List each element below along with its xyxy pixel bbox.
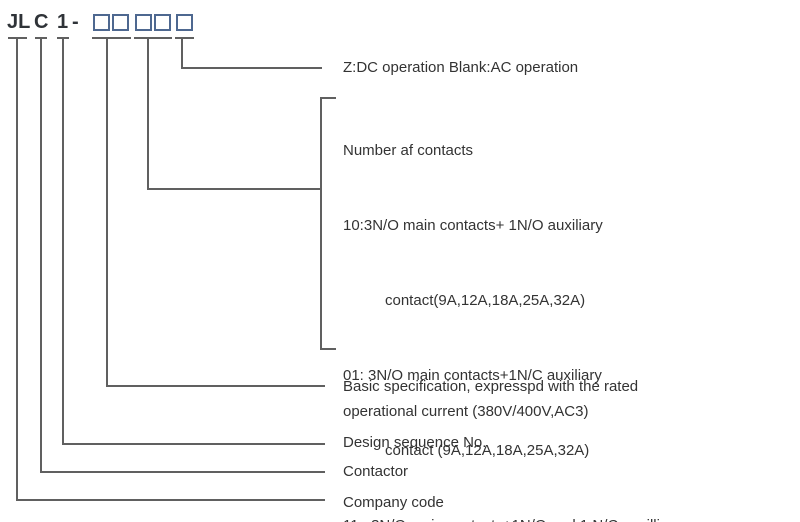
digit-box-spec-1 — [93, 14, 110, 31]
contacts-item-detail: contact(9A,12A,18A,25A,32A) — [385, 292, 586, 309]
stem-design — [62, 37, 64, 445]
callout-company-code: Company code — [343, 494, 444, 511]
contacts-item-detail: contact (9A,12A,18A,25A,32A) — [385, 442, 590, 459]
cap-contacts — [134, 37, 172, 39]
callout-basic-spec-line1: Basic specification, expresspd with the … — [343, 378, 639, 395]
contacts-item: 01: 3N/O main contacts+1N/C auxiliary — [343, 367, 602, 384]
digit-box-operation — [176, 14, 193, 31]
leader-company — [16, 499, 325, 501]
bracket-tick-bottom — [320, 348, 336, 350]
cap-operation — [175, 37, 194, 39]
bracket-contacts — [320, 97, 322, 350]
callout-contacts-list: Number af contacts 10:3N/O main contacts… — [343, 88, 681, 522]
stem-operation — [181, 37, 183, 69]
leader-contacts — [147, 188, 321, 190]
leader-spec — [106, 385, 325, 387]
callout-basic-spec-line2: operational current (380V/400V,AC3) — [343, 403, 589, 420]
leader-operation — [181, 67, 322, 69]
code-separator: - — [72, 11, 79, 33]
code-contactor-letter: C — [34, 11, 49, 33]
digit-box-spec-2 — [112, 14, 129, 31]
stem-contacts — [147, 37, 149, 190]
bracket-tick-top — [320, 97, 336, 99]
contacts-item: 10:3N/O main contacts+ 1N/O auxiliary — [343, 217, 603, 234]
code-company-letters: JL — [7, 11, 31, 33]
callout-operation: Z:DC operation Blank:AC operation — [343, 59, 579, 76]
leader-contactor — [40, 471, 325, 473]
callout-design-sequence: Design sequence No. — [343, 434, 487, 451]
stem-spec — [106, 37, 108, 387]
callout-contactor: Contactor — [343, 463, 409, 480]
code-design-digit: 1 — [57, 11, 69, 33]
contacts-item: 11 : 3N/O main contacts+1N/O and 1 N/C a… — [343, 513, 681, 522]
leader-design — [62, 443, 325, 445]
contacts-header: Number af contacts — [343, 142, 474, 159]
stem-contactor — [40, 37, 42, 473]
digit-box-contacts-1 — [135, 14, 152, 31]
digit-box-contacts-2 — [154, 14, 171, 31]
stem-company — [16, 37, 18, 501]
cap-spec — [92, 37, 131, 39]
